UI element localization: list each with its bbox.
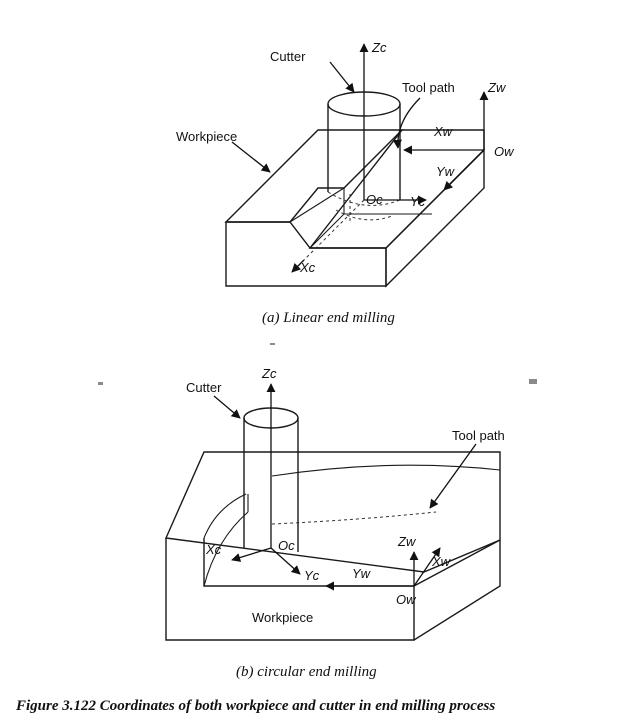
zc-label-a: Zc xyxy=(371,40,387,55)
caption-b: (b) circular end milling xyxy=(236,664,377,680)
xc-label-b: Xc xyxy=(205,542,222,557)
tool-path-curve-b xyxy=(271,511,437,525)
tool-path-leader-a xyxy=(392,97,421,149)
workpiece-label-b: Workpiece xyxy=(252,610,313,625)
yc-axis-arrow-b xyxy=(270,547,301,575)
oc-label-a: Oc xyxy=(366,192,383,207)
zw-label-a: Zw xyxy=(487,80,507,95)
xc-axis-line-a xyxy=(303,199,365,261)
zc-label-b: Zc xyxy=(261,366,277,381)
workpiece-axes-b xyxy=(325,547,441,591)
ow-label-b: Ow xyxy=(396,592,417,607)
scan-speck xyxy=(98,382,103,385)
workpiece-label-a: Workpiece xyxy=(176,129,237,144)
xw-label-a: Xw xyxy=(433,124,454,139)
caption-a: (a) Linear end milling xyxy=(262,310,395,326)
yw-label-b: Yw xyxy=(352,566,372,581)
cutter-leader-a xyxy=(329,61,355,93)
yw-axis-arrow-a xyxy=(443,149,485,191)
xw-axis-arrow-b xyxy=(413,547,441,587)
figure-caption: Figure 3.122 Coordinates of both workpie… xyxy=(15,698,495,714)
xc-axis-arrow-b xyxy=(231,547,272,562)
zw-label-b: Zw xyxy=(397,534,417,549)
workpiece-block-b xyxy=(164,451,501,641)
cutter-axes-b xyxy=(231,383,301,575)
scan-speck xyxy=(529,379,537,384)
yw-label-a: Yw xyxy=(436,164,456,179)
yc-label-a: Yc xyxy=(410,194,426,209)
xw-label-b: Xw xyxy=(431,554,452,569)
xc-axis-arrow-a xyxy=(291,259,305,273)
workpiece-leader-a xyxy=(231,141,271,173)
tool-path-label-b: Tool path xyxy=(452,428,505,443)
tool-path-label-a: Tool path xyxy=(402,80,455,95)
xc-label-a: Xc xyxy=(299,260,316,275)
cutter-label-b: Cutter xyxy=(186,380,222,395)
workpiece-axes-a xyxy=(403,91,489,191)
ow-label-a: Ow xyxy=(494,144,515,159)
oc-label-b: Oc xyxy=(278,538,295,553)
yc-label-b: Yc xyxy=(304,568,320,583)
cutter-axes-a xyxy=(291,43,427,273)
diagram-a-linear-end-milling: Cutter Workpiece Tool path Zc Yc Oc Xc Z… xyxy=(176,40,515,326)
diagram-b-circular-end-milling: Cutter Tool path Workpiece Zc Xc Oc Yc Y… xyxy=(164,366,505,680)
cutter-label-a: Cutter xyxy=(270,49,306,64)
scan-speck xyxy=(270,343,275,345)
cutter-leader-b xyxy=(213,395,241,419)
tool-path-leader-b xyxy=(429,443,477,509)
workpiece-block-a xyxy=(224,129,485,288)
